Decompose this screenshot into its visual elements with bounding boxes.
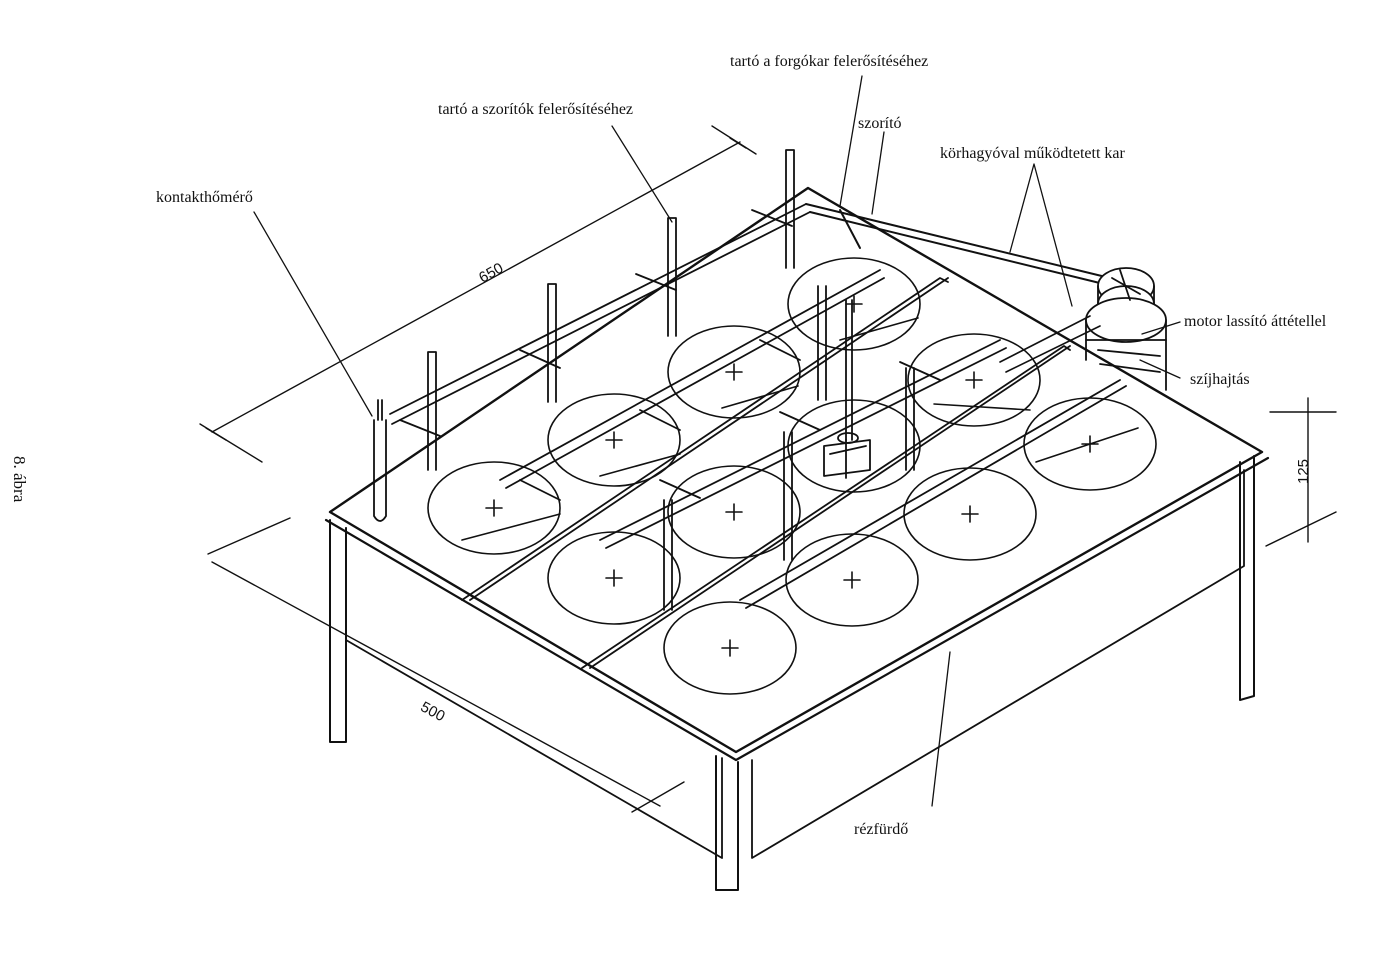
opening-11 [903,467,1037,561]
stirrer [823,299,871,479]
opening-10 [785,533,919,627]
figure-label: 8. ábra [10,456,29,503]
opening-4 [787,257,921,351]
bath-right-panel [751,469,1245,859]
leader-lines [253,75,1181,807]
dimension-height: 125 [1295,459,1312,484]
clamp-holder-rails [389,203,1127,609]
cam-lever [805,203,1113,287]
label-cam-lever: körhagyóval működtetett kar [940,145,1126,162]
label-motor: motor lassító áttétellel [1184,313,1327,330]
opening-6 [667,465,801,559]
belt-drive [999,315,1101,373]
label-belt: szíjhajtás [1190,371,1250,388]
label-clamp: szorító [858,115,902,132]
table-legs [329,455,1255,891]
opening-3 [667,325,801,419]
label-holder-arm: tartó a forgókar felerősítéséhez [730,53,928,70]
label-holder-clamps: tartó a szorítók felerősítéséhez [438,101,633,118]
bath-top-surface [328,186,1264,754]
opening-8 [907,333,1041,427]
sample-openings [427,257,1157,695]
opening-2 [547,393,681,487]
copper-bath [324,186,1270,891]
dimension-length: 650 [476,260,506,287]
motor [1085,267,1167,391]
opening-1 [427,461,561,555]
dimension-width: 500 [418,698,448,725]
label-thermometer: kontakthőmérő [156,189,253,206]
thermometer [373,399,387,522]
dimension-lines [199,125,1337,813]
opening-9 [663,601,797,695]
label-bath: rézfürdő [854,821,908,838]
